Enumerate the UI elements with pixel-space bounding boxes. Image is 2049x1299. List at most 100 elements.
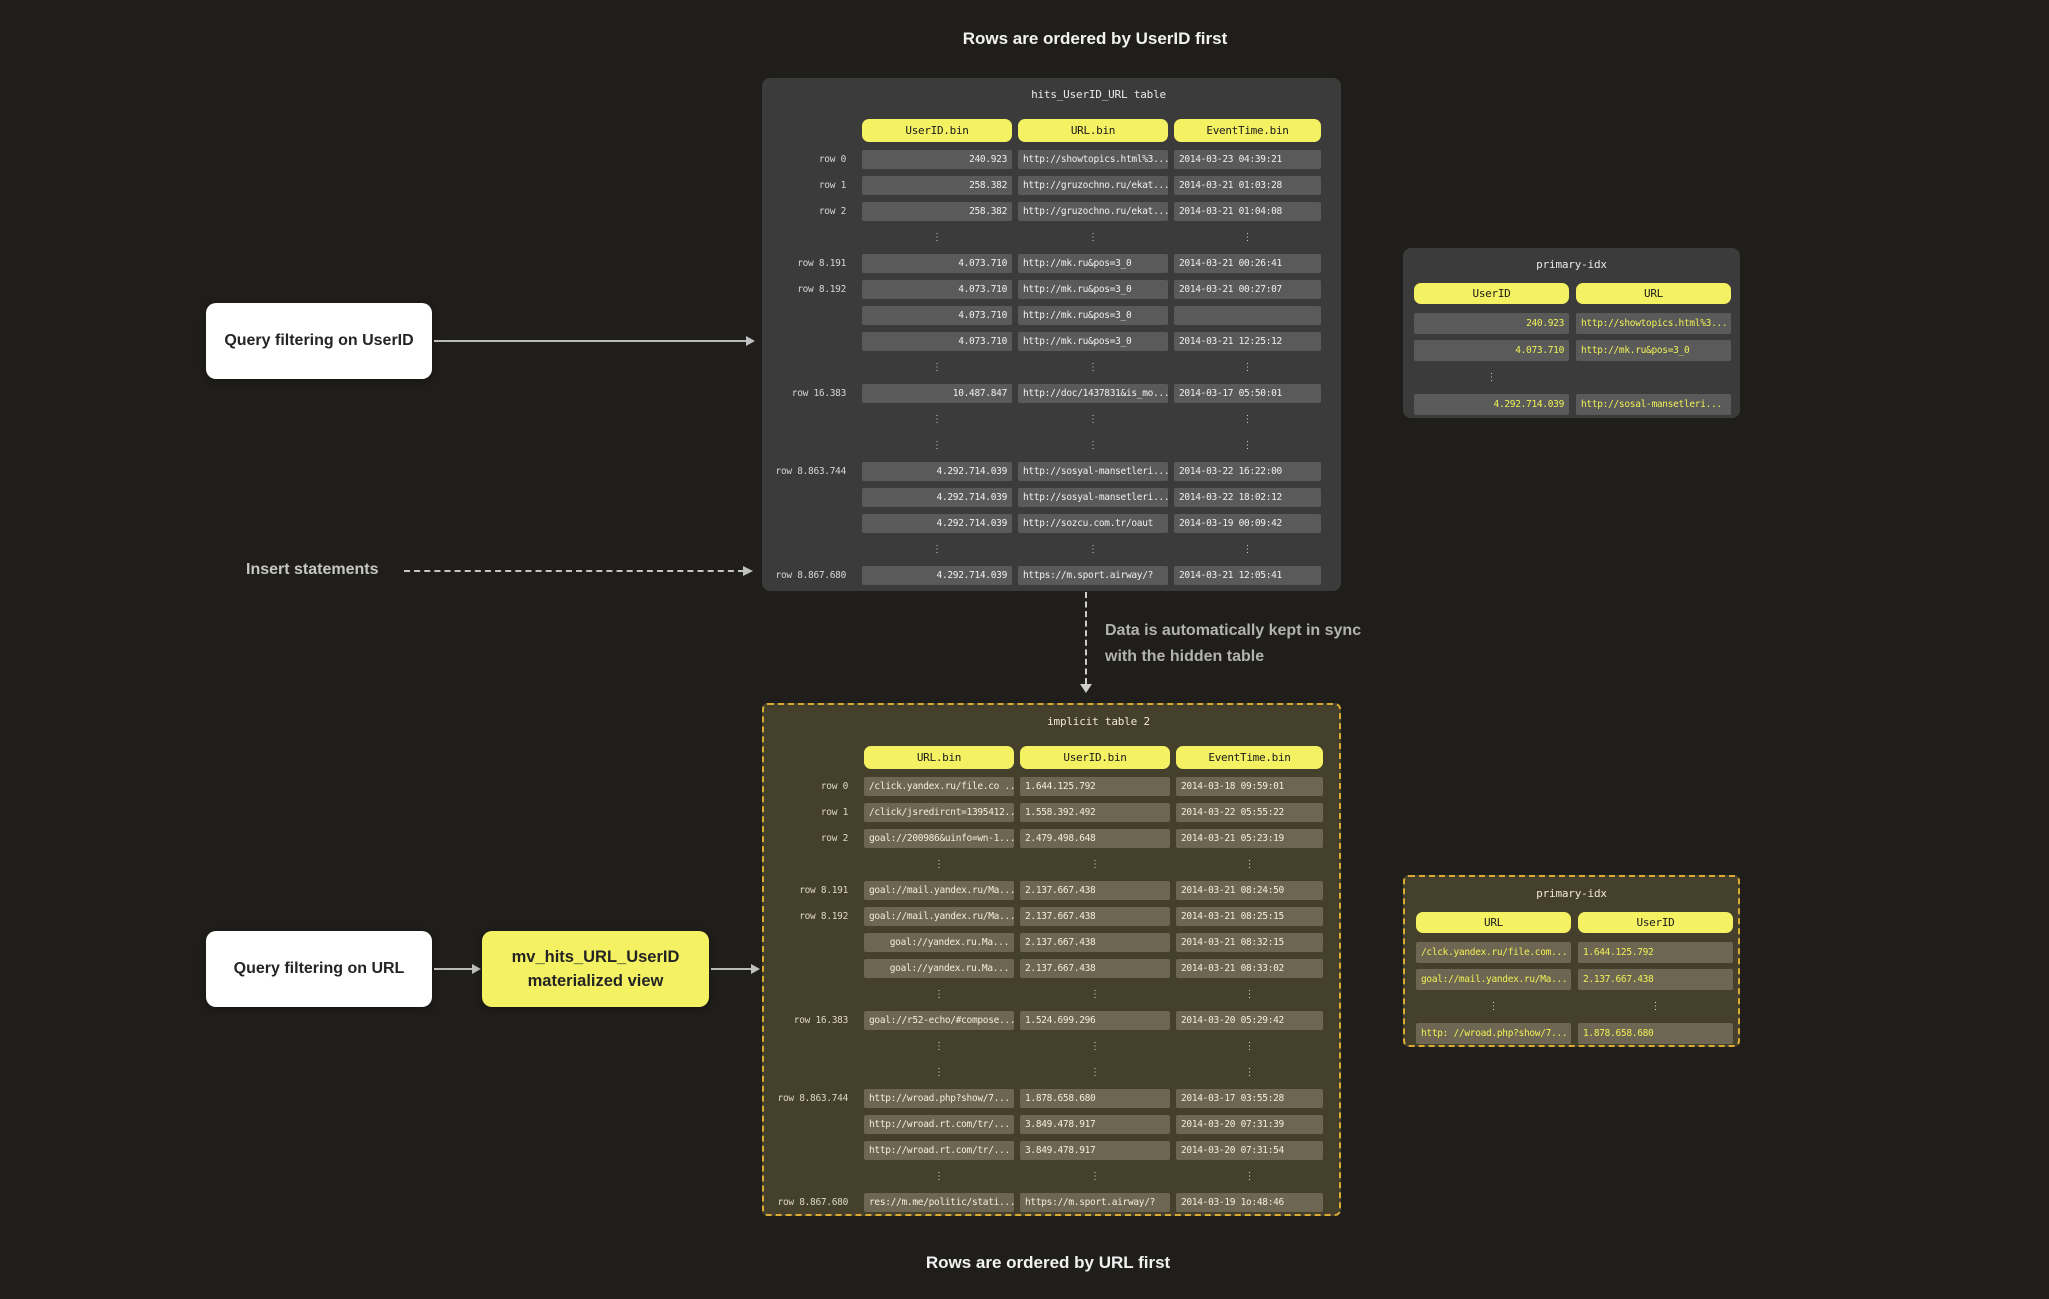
ellipsis: ⋮ [934,1171,944,1182]
ellipsis: ⋮ [1090,1067,1100,1078]
table-cell: 2.137.667.438 [1578,969,1733,990]
table-cell: http://gruzochno.ru/ekat... [1018,176,1168,195]
query-filtering-url-label: Query filtering on URL [233,960,405,977]
row-label: row 8.192 [797,284,846,295]
ellipsis-row: ⋮⋮⋮ [762,410,1341,429]
ellipsis: ⋮ [934,1067,944,1078]
table-cell: goal://mail.yandex.ru/Ma... [864,881,1014,900]
column-header-url-bin: URL.bin [864,746,1014,769]
table-cell: 4.073.710 [862,254,1012,273]
column-header-userid: UserID [1414,283,1569,304]
table-cell: 2.137.667.438 [1020,881,1170,900]
row-label: row 0 [818,154,846,165]
ellipsis [1576,367,1731,388]
column-header-userid-bin: UserID.bin [862,119,1012,142]
ellipsis: ⋮ [1090,989,1100,1000]
primary-idx-header-row: URL UserID [1405,912,1738,933]
table-cell: 4.292.714.039 [862,566,1012,585]
table-cell: http://wroad.php?show/7... [864,1089,1014,1108]
primary-idx-title: primary-idx [1536,887,1607,900]
ellipsis: ⋮ [1242,232,1253,243]
table-cell: http://sosal-mansetleri... [1576,394,1731,415]
sync-note: Data is automatically kept in sync with … [1105,618,1361,670]
ellipsis-row: ⋮⋮⋮ [764,1037,1339,1056]
table-cell: http://wroad.rt.com/tr/... [864,1115,1014,1134]
table-cell: 2014-03-21 05:23:19 [1176,829,1323,848]
table-row: row 0/click.yandex.ru/file.co ...1.644.1… [764,777,1339,796]
table-cell: http://sozcu.com.tr/oaut [1018,514,1168,533]
arrow-query-userid [434,336,755,346]
table-cell: 2014-03-21 12:05:41 [1174,566,1321,585]
table-cell: http://gruzochno.ru/ekat... [1018,202,1168,221]
table-cell: 1.644.125.792 [1020,777,1170,796]
table-cell: 2014-03-22 05:55:22 [1176,803,1323,822]
ellipsis-row: ⋮⋮⋮ [764,985,1339,1004]
row-label: row 1 [818,180,846,191]
primary-idx-body: /clck.yandex.ru/file.com...1.644.125.792… [1405,942,1738,1044]
column-header-url: URL [1416,912,1571,933]
ellipsis: ⋮ [932,232,942,243]
table-header-row: URL.bin UserID.bin EventTime.bin [764,746,1339,769]
table-cell: goal://mail.yandex.ru/Ma... [1416,969,1571,990]
table-cell: 2014-03-22 16:22:00 [1174,462,1321,481]
table-cell: 4.073.710 [862,280,1012,299]
table-cell: http://mk.ru&pos=3_0 [1018,332,1168,351]
column-header-url-bin: URL.bin [1018,119,1168,142]
table-cell: 4.073.710 [1414,340,1569,361]
ellipsis-row: ⋮⋮⋮ [764,1167,1339,1186]
ellipsis-row: ⋮ [1403,367,1740,388]
table-cell: 10.487.847 [862,384,1012,403]
table-cell: goal://200986&uinfo=wn-1... [864,829,1014,848]
table-cell: 2.137.667.438 [1020,959,1170,978]
ellipsis: ⋮ [932,362,942,373]
ellipsis-row: ⋮⋮⋮ [764,1063,1339,1082]
table-cell: https://m.sport.airway/? [1020,1193,1170,1212]
row-label: row 2 [818,206,846,217]
table-cell: 2014-03-20 05:29:42 [1176,1011,1323,1030]
table-body: row 0/click.yandex.ru/file.co ...1.644.1… [764,777,1339,1212]
ellipsis: ⋮ [1242,440,1253,451]
table-cell: 2014-03-19 00:09:42 [1174,514,1321,533]
table-cell: 2014-03-22 18:02:12 [1174,488,1321,507]
table-cell: 4.073.710 [862,332,1012,351]
table-cell: 3.849.478.917 [1020,1141,1170,1160]
row-label: row 8.863.744 [775,466,847,477]
row-label: row 8.863.744 [777,1093,849,1104]
table-cell: res://m.me/politic/stati... [864,1193,1014,1212]
row-label: row 16.383 [791,388,847,399]
row-label: row 16.383 [793,1015,849,1026]
primary-idx-title: primary-idx [1536,258,1607,271]
ellipsis: ⋮ [1088,232,1098,243]
arrow-insert-statements [404,566,753,576]
table-cell: http://mk.ru&pos=3_0 [1018,280,1168,299]
table-cell: 3.849.478.917 [1020,1115,1170,1134]
ellipsis: ⋮ [932,544,942,555]
ellipsis-row: ⋮⋮⋮ [762,358,1341,377]
ellipsis: ⋮ [1244,859,1255,870]
ellipsis: ⋮ [1486,372,1497,383]
column-header-eventtime-bin: EventTime.bin [1176,746,1323,769]
materialized-view-label: mv_hits_URL_UserID materialized view [512,945,680,993]
ellipsis: ⋮ [1088,544,1098,555]
table-cell: 1.558.392.492 [1020,803,1170,822]
ellipsis: ⋮ [1650,1001,1661,1012]
sync-note-line1: Data is automatically kept in sync [1105,622,1362,639]
table-cell [1174,306,1321,325]
title-rows-ordered-by-userid: Rows are ordered by UserID first [962,29,1228,48]
table-cell: 2014-03-21 08:33:02 [1176,959,1323,978]
arrow-mv-to-table [711,964,760,974]
table-row: goal://mail.yandex.ru/Ma... 2.137.667.438 [1405,969,1738,990]
ellipsis-row: ⋮⋮⋮ [764,855,1339,874]
table-cell: 2014-03-20 07:31:54 [1176,1141,1323,1160]
ellipsis: ⋮ [932,414,942,425]
